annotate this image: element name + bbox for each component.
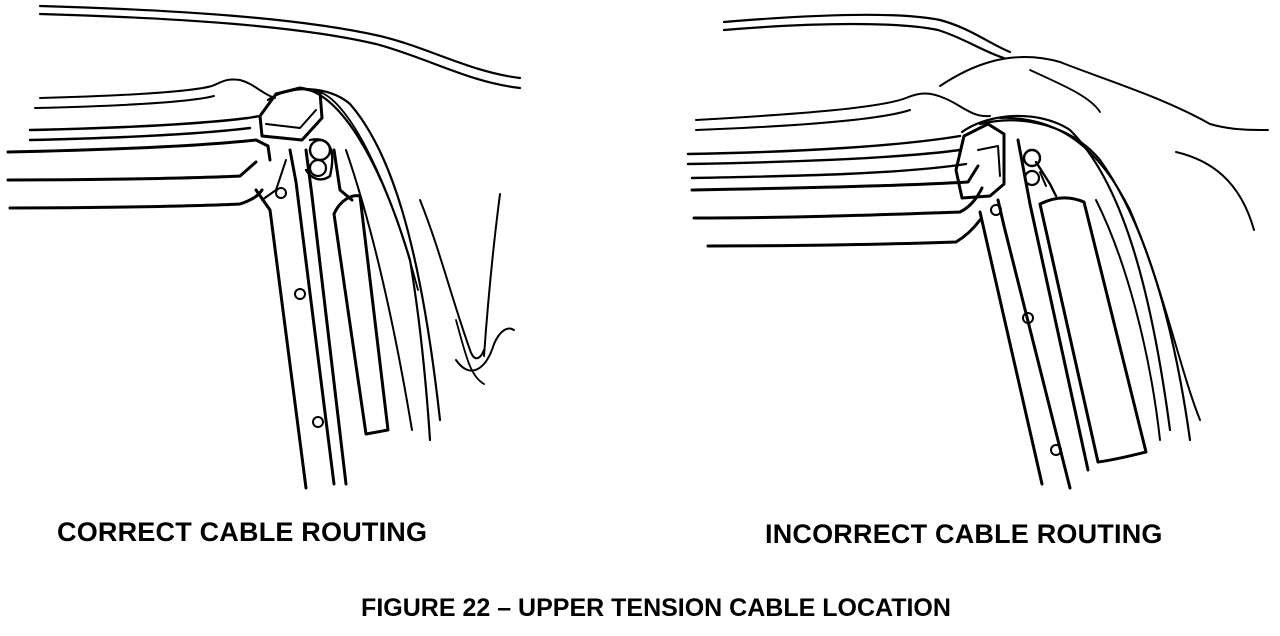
figure-caption-text: FIGURE 22 – UPPER TENSION CABLE LOCATION <box>361 594 951 622</box>
figure-caption: FIGURE 22 – UPPER TENSION CABLE LOCATION <box>0 596 1280 621</box>
correct-routing-illustration <box>6 4 522 490</box>
incorrect-routing-illustration <box>686 13 1269 490</box>
incorrect-routing-label: INCORRECT CABLE ROUTING <box>765 519 1163 549</box>
correct-routing-label: CORRECT CABLE ROUTING <box>57 517 428 547</box>
